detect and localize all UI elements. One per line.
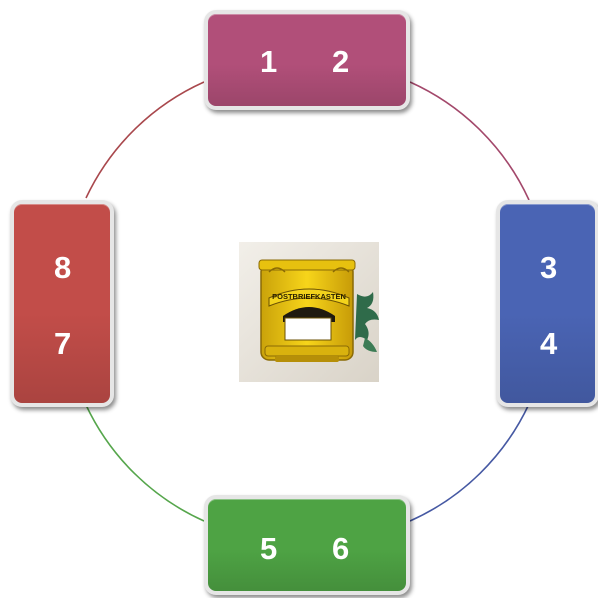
mailbox-image: POSTBRIEFKASTEN	[239, 242, 379, 382]
step-number: 5	[260, 531, 278, 566]
step-box-right: 3 4	[496, 200, 598, 407]
step-box-top: 1 2	[204, 10, 410, 110]
step-number: 8	[54, 250, 72, 285]
connector-left-top	[85, 81, 205, 199]
connector-top-right	[409, 81, 530, 201]
mailbox-sign-text: POSTBRIEFKASTEN	[272, 292, 346, 301]
step-number: 1	[260, 44, 278, 79]
step-number: 6	[332, 531, 350, 566]
step-number: 7	[54, 326, 72, 361]
step-box-left: 8 7	[10, 200, 114, 407]
connector-right-bottom	[409, 403, 530, 522]
step-box-bottom: 5 6	[204, 495, 410, 595]
step-number: 4	[540, 326, 558, 361]
step-number: 2	[332, 44, 350, 79]
step-number: 3	[540, 250, 558, 285]
connector-bottom-left	[85, 404, 205, 522]
